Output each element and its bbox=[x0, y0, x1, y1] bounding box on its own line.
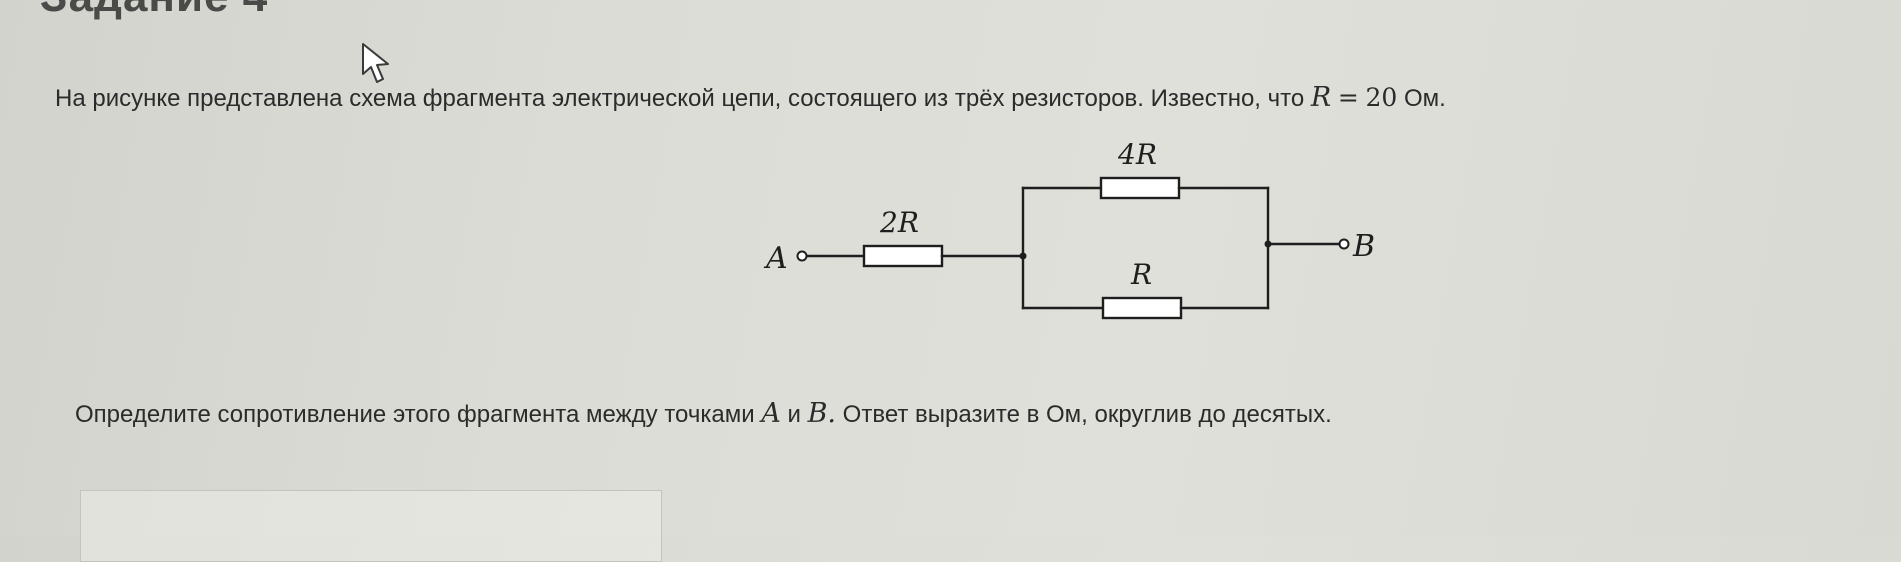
answer-input[interactable] bbox=[80, 490, 662, 562]
resistance-symbol: R bbox=[1310, 82, 1332, 113]
question-text: Определите сопротивление этого фрагмента… bbox=[75, 398, 1332, 429]
point-b-symbol: B. bbox=[807, 398, 836, 429]
and-word: и bbox=[787, 401, 801, 428]
terminal-a-dot bbox=[796, 250, 808, 262]
resistor-2r-label: 2R bbox=[879, 206, 919, 239]
junction-left bbox=[1019, 252, 1027, 260]
circuit-diagram: A B 2R 4R R bbox=[763, 138, 1375, 320]
junction-right bbox=[1264, 240, 1272, 248]
terminal-a-label: A bbox=[763, 241, 788, 276]
question-part2: Ответ выразите в Ом, округлив до десятых… bbox=[842, 401, 1332, 428]
resistor-r-label: R bbox=[1130, 258, 1152, 291]
terminal-b-dot bbox=[1338, 238, 1350, 250]
intro-text: На рисунке представлена схема фрагмента … bbox=[55, 85, 1305, 112]
task-heading: Задание 4 bbox=[40, 0, 268, 22]
terminal-b-label: B bbox=[1352, 229, 1375, 264]
resistance-unit: Ом. bbox=[1404, 85, 1446, 112]
point-a-symbol: A bbox=[761, 398, 781, 429]
mouse-pointer-icon bbox=[362, 43, 389, 83]
resistor-4r-label: 4R bbox=[1117, 138, 1157, 171]
question-part1: Определите сопротивление этого фрагмента… bbox=[75, 401, 755, 428]
equals-sign: = bbox=[1337, 83, 1359, 112]
resistor-4r bbox=[1099, 176, 1181, 200]
problem-statement: На рисунке представлена схема фрагмента … bbox=[55, 82, 1446, 113]
resistance-value: 20 bbox=[1365, 83, 1398, 112]
resistor-r bbox=[1101, 296, 1183, 320]
resistor-2r bbox=[862, 244, 944, 268]
